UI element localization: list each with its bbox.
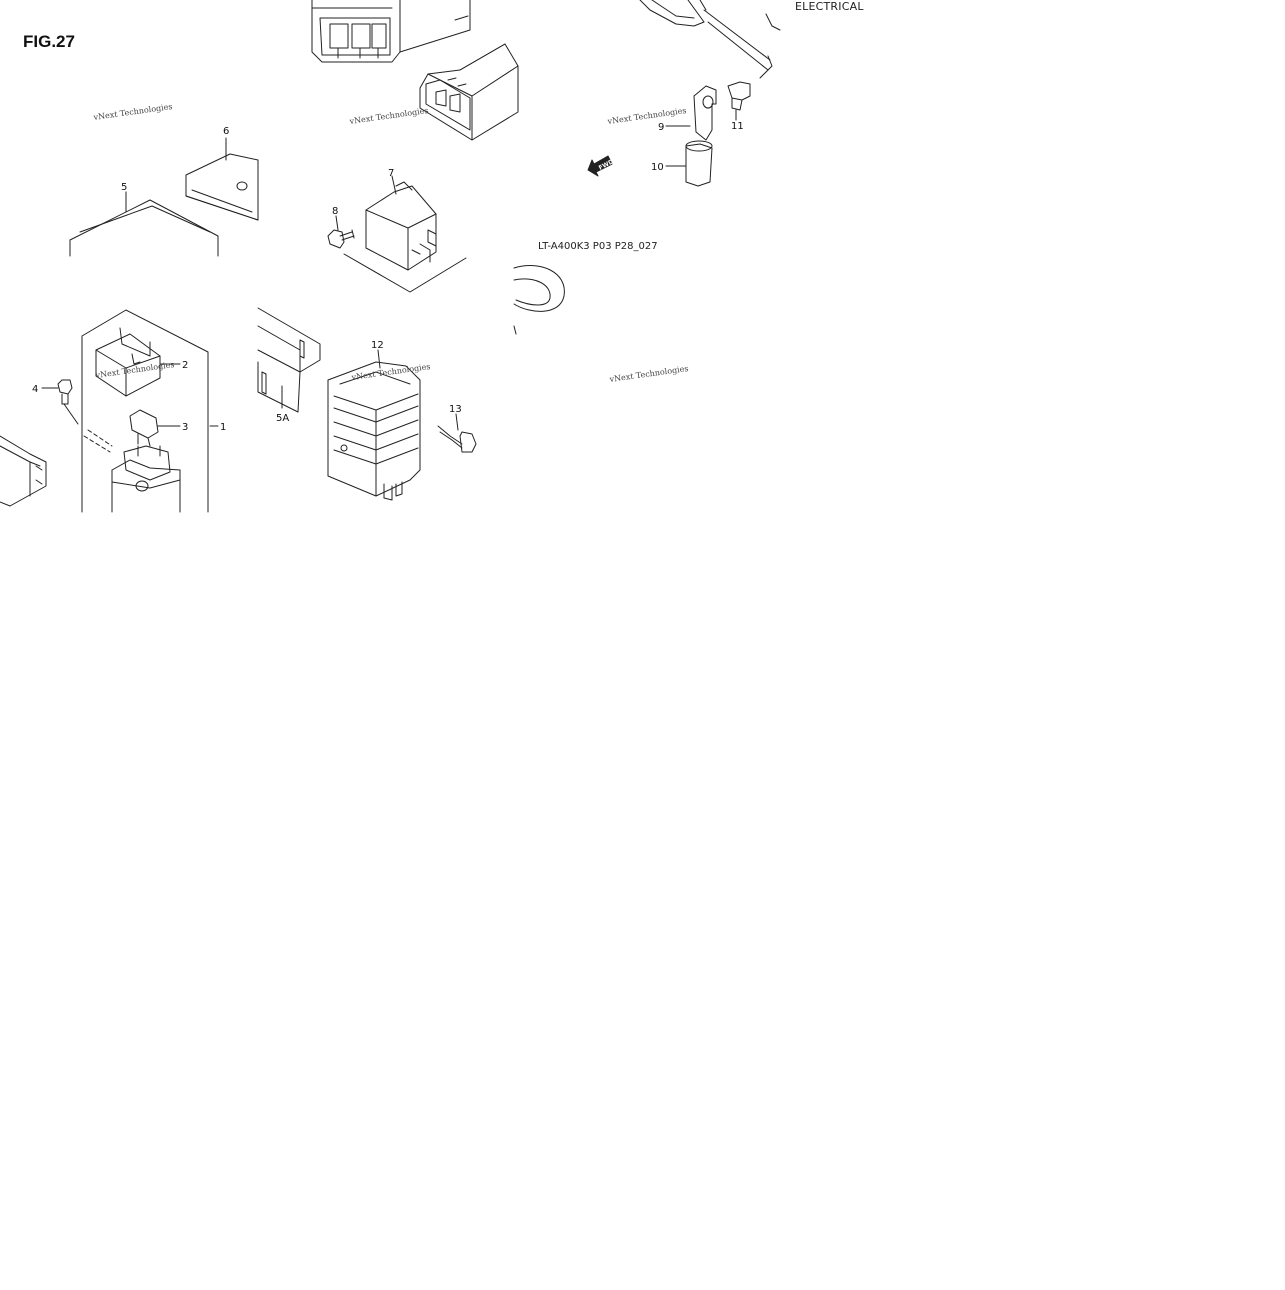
drawing-code: LT-A400K3 P03 P28_027 bbox=[538, 241, 658, 252]
callout-10: 10 bbox=[651, 162, 664, 173]
figure-title: FIG.27 bbox=[23, 32, 75, 51]
bolt-4 bbox=[41, 379, 79, 425]
fuse-3 bbox=[129, 409, 181, 447]
watermark-6: vNext Technologies bbox=[608, 364, 689, 384]
box-left-clipped bbox=[0, 435, 47, 507]
callout-8: 8 bbox=[332, 206, 338, 217]
callout-1: 1 bbox=[220, 422, 226, 433]
watermark-4: vNext Technologies bbox=[94, 360, 175, 380]
watermark-2: vNext Technologies bbox=[348, 106, 429, 126]
callout-7: 7 bbox=[388, 168, 394, 179]
cdi-unit-upper bbox=[311, 0, 471, 63]
callout-11: 11 bbox=[731, 121, 744, 132]
watermark-3: vNext Technologies bbox=[606, 106, 687, 126]
callout-4: 4 bbox=[32, 384, 38, 395]
cdi-unit-lower bbox=[419, 43, 519, 141]
bolt-13 bbox=[437, 413, 477, 453]
callout-5: 5 bbox=[121, 182, 127, 193]
bolt-8 bbox=[327, 215, 355, 249]
fwd-arrow bbox=[587, 155, 613, 177]
callout-6: 6 bbox=[223, 126, 229, 137]
relay-7 bbox=[343, 175, 467, 293]
callout-3: 3 bbox=[182, 422, 188, 433]
plug-cap-assembly bbox=[639, 0, 781, 187]
starter-relay-body bbox=[83, 429, 181, 513]
starter-relay-frame-1 bbox=[81, 309, 219, 513]
bracket-5a bbox=[257, 307, 321, 413]
box-5 bbox=[69, 191, 219, 257]
callout-2: 2 bbox=[182, 360, 188, 371]
callout-9: 9 bbox=[658, 122, 664, 133]
regulator-12 bbox=[327, 349, 421, 501]
callout-5a: 5A bbox=[276, 413, 289, 424]
wire-loop bbox=[513, 265, 565, 335]
section-label: ELECTRICAL bbox=[795, 0, 864, 13]
callout-12: 12 bbox=[371, 340, 384, 351]
relay-cover-2 bbox=[95, 327, 181, 397]
callout-13: 13 bbox=[449, 404, 462, 415]
watermark-1: vNext Technologies bbox=[92, 102, 173, 122]
bracket-6 bbox=[185, 137, 259, 221]
